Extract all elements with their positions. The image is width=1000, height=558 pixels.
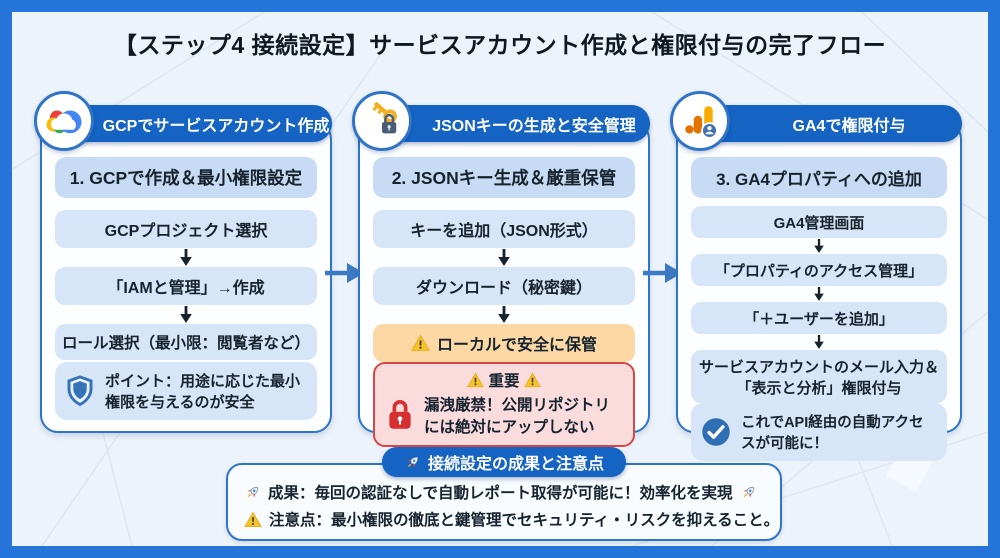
ga4-analytics-icon bbox=[670, 91, 730, 151]
ga4-step-4: サービスアカウントのメール入力＆「表示と分析」権限付与 bbox=[691, 350, 947, 403]
page-title: 【ステップ4 接続設定】サービスアカウント作成と権限付与の完了フロー bbox=[113, 32, 887, 58]
down-arrow-icon bbox=[497, 249, 511, 266]
down-arrow-icon bbox=[497, 306, 511, 323]
summary-caution-line: 注意点：最小権限の徹底と鍵管理でセキュリティ・リスクを抑えること。 bbox=[244, 508, 780, 530]
gcp-point-note-text: ポイント：用途に応じた最小権限を与えるのが安全 bbox=[105, 373, 301, 411]
down-arrow-icon bbox=[179, 249, 193, 266]
down-arrow-icon bbox=[813, 335, 825, 349]
gcp-cloud-icon bbox=[34, 91, 94, 151]
gcp-point-note: ポイント：用途に応じた最小権限を与えるのが安全 bbox=[55, 362, 317, 420]
warning-triangle-icon bbox=[467, 372, 485, 388]
card-header-gcp-label: GCPでサービスアカウント作成 bbox=[102, 117, 330, 135]
card-header-gcp: GCPでサービスアカウント作成 bbox=[66, 105, 332, 142]
warning-triangle-icon bbox=[411, 334, 430, 352]
rocket-icon bbox=[404, 454, 421, 471]
summary-result-line: 成果：毎回の認証なしで自動レポート取得が可能に！効率化を実現 bbox=[244, 481, 780, 503]
json-step-title: 2. JSONキー生成＆厳重保管 bbox=[373, 157, 635, 198]
json-important-box: 重要 漏洩厳禁！公開リポジトリには絶対にアップしない bbox=[373, 362, 635, 447]
red-lock-icon bbox=[385, 398, 415, 432]
summary-badge: 接続設定の成果と注意点 bbox=[381, 447, 627, 477]
card-header-ga4: GA4で権限付与 bbox=[702, 105, 962, 142]
summary-result-text: 成果：毎回の認証なしで自動レポート取得が可能に！効率化を実現 bbox=[268, 485, 733, 502]
shield-icon bbox=[65, 374, 95, 408]
key-lock-icon bbox=[352, 91, 412, 151]
warning-triangle-icon bbox=[523, 372, 541, 388]
down-arrow-icon bbox=[179, 306, 193, 323]
json-important-text: 漏洩厳禁！公開リポジトリには絶対にアップしない bbox=[424, 397, 611, 436]
ga4-step-title: 3. GA4プロパティへの追加 bbox=[691, 157, 947, 198]
down-arrow-icon bbox=[813, 239, 825, 253]
json-step-2: ダウンロード（秘密鍵） bbox=[373, 267, 635, 305]
summary-badge-label: 接続設定の成果と注意点 bbox=[427, 456, 605, 473]
ga4-step-1: GA4管理画面 bbox=[691, 206, 947, 238]
ga4-step-2: 「プロパティのアクセス管理」 bbox=[691, 254, 947, 286]
json-local-warning-text: ローカルで安全に保管 bbox=[436, 337, 597, 354]
card-header-json: JSONキーの生成と安全管理 bbox=[384, 105, 650, 142]
gcp-step-title: 1. GCPで作成＆最小権限設定 bbox=[55, 157, 317, 198]
warning-triangle-icon bbox=[244, 511, 262, 528]
json-step-1: キーを追加（JSON形式） bbox=[373, 210, 635, 248]
card-json-key: JSONキーの生成と安全管理 2. JSONキー生成＆厳重保管 キーを追加（JS… bbox=[352, 91, 650, 447]
card-header-json-label: JSONキーの生成と安全管理 bbox=[432, 117, 636, 135]
card-header-ga4-label: GA4で権限付与 bbox=[792, 117, 906, 135]
ga4-step-3: 「＋ユーザーを追加」 bbox=[691, 302, 947, 334]
card-gcp-service-account: GCPでサービスアカウント作成 1. GCPで作成＆最小権限設定 GCPプロジェ… bbox=[34, 91, 332, 433]
rocket-icon bbox=[740, 484, 757, 501]
summary-caution-text: 注意点：最小権限の徹底と鍵管理でセキュリティ・リスクを抑えること。 bbox=[269, 512, 780, 529]
down-arrow-icon bbox=[813, 287, 825, 301]
right-arrow-icon bbox=[643, 262, 683, 284]
canvas: 【ステップ4 接続設定】サービスアカウント作成と権限付与の完了フロー GCPでサ… bbox=[12, 12, 988, 546]
json-local-warning: ローカルで安全に保管 bbox=[373, 324, 635, 362]
gcp-step-1: GCPプロジェクト選択 bbox=[55, 210, 317, 248]
json-important-title: 重要 bbox=[488, 373, 520, 390]
rocket-icon bbox=[244, 484, 261, 501]
gcp-step-2: 「IAMと管理」→作成 bbox=[55, 267, 317, 305]
gcp-step-3: ロール選択（最小限：閲覧者など） bbox=[55, 324, 317, 360]
card-ga4-permission: GA4で権限付与 3. GA4プロパティへの追加 GA4管理画面 「プロパティの… bbox=[670, 91, 962, 461]
summary-section: 接続設定の成果と注意点 成果：毎回の認証なしで自動レポート取得が可能に！効率化を… bbox=[214, 447, 794, 541]
check-circle-icon bbox=[701, 417, 731, 447]
